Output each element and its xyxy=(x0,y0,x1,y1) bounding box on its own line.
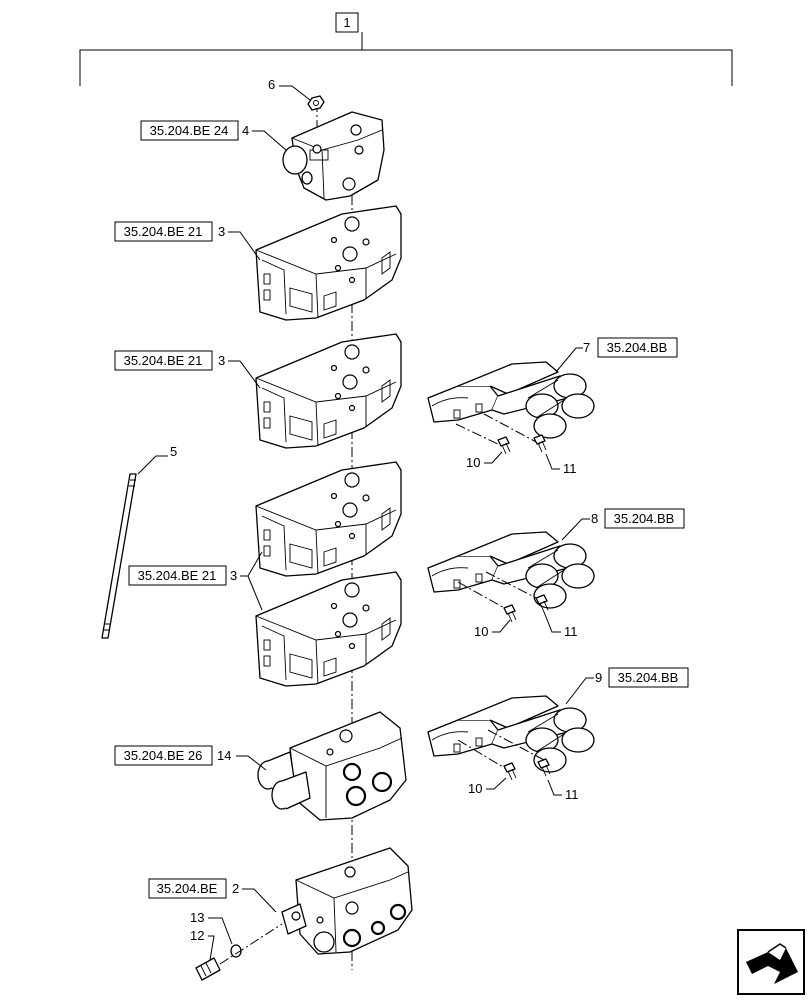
callout-3a: 3 xyxy=(218,224,225,239)
callout-12: 12 xyxy=(190,928,204,943)
callout-13: 13 xyxy=(190,910,204,925)
screw-axis-7 xyxy=(455,413,541,447)
valve-section-part-3-b xyxy=(255,333,402,449)
ref-link-14[interactable]: 35.204.BE 26 xyxy=(124,748,203,763)
leader-8 xyxy=(561,518,590,541)
ref-link-3c[interactable]: 35.204.BE 21 xyxy=(138,568,217,583)
leader-11-a xyxy=(545,453,560,470)
callout-4: 4 xyxy=(242,123,249,138)
ref-link-8[interactable]: 35.204.BB xyxy=(614,511,675,526)
end-cover-part-2 xyxy=(281,847,413,955)
callout-3c: 3 xyxy=(230,568,237,583)
tie-rod-part-5 xyxy=(101,473,137,639)
callout-11-b: 11 xyxy=(564,624,578,639)
ref-link-9[interactable]: 35.204.BB xyxy=(618,670,679,685)
callout-3b: 3 xyxy=(218,353,225,368)
leader-5 xyxy=(137,455,168,475)
leader-14 xyxy=(236,755,267,771)
leader-12 xyxy=(208,935,215,961)
assembly-bracket xyxy=(79,32,733,86)
relief-valve-part-4 xyxy=(282,111,385,201)
screw-part-10-c xyxy=(503,762,517,781)
callout-6: 6 xyxy=(268,77,275,92)
ref-box-2[interactable] xyxy=(148,878,227,899)
leader-10-a xyxy=(484,451,503,464)
ref-box-7[interactable] xyxy=(597,337,678,358)
ref-box-3b[interactable] xyxy=(114,350,213,371)
next-page-arrow-icon[interactable] xyxy=(737,929,805,995)
plug-axis-line xyxy=(219,923,283,965)
leader-7 xyxy=(555,347,583,373)
leader-11-c xyxy=(547,779,562,796)
ref-box-3c[interactable] xyxy=(128,565,227,586)
leader-10-c xyxy=(486,777,507,790)
leader-3b xyxy=(228,360,261,389)
ref-link-7[interactable]: 35.204.BB xyxy=(607,340,668,355)
leader-10-b xyxy=(492,619,511,633)
valve-section-part-3-d xyxy=(255,571,402,687)
ref-box-8[interactable] xyxy=(604,508,685,529)
ref-link-3b[interactable]: 35.204.BE 21 xyxy=(124,353,203,368)
callout-2: 2 xyxy=(232,881,239,896)
handle-group-part-7 xyxy=(427,361,595,439)
handle-group-part-9 xyxy=(427,695,595,773)
screw-part-10-b xyxy=(503,604,517,623)
screw-axis-9 xyxy=(457,729,545,771)
valve-section-part-3-a xyxy=(255,205,402,321)
callout-9: 9 xyxy=(595,670,602,685)
ref-box-4[interactable] xyxy=(140,120,239,141)
ref-link-3a[interactable]: 35.204.BE 21 xyxy=(124,224,203,239)
leader-3c xyxy=(240,551,263,611)
ref-box-9[interactable] xyxy=(608,667,689,688)
ref-box-3a[interactable] xyxy=(114,221,213,242)
ref-link-2[interactable]: 35.204.BE xyxy=(157,881,218,896)
leader-9 xyxy=(565,677,594,705)
callout-5: 5 xyxy=(170,444,177,459)
leader-3a xyxy=(228,231,261,261)
screw-axis-8 xyxy=(457,571,541,611)
callout-7: 7 xyxy=(583,340,590,355)
nut-part-6 xyxy=(307,95,325,111)
leader-4 xyxy=(252,130,287,151)
handle-group-part-8 xyxy=(427,531,595,609)
leader-11-b xyxy=(543,611,561,633)
plug-part-12 xyxy=(195,957,221,981)
callout-14: 14 xyxy=(217,748,231,763)
valve-section-part-3-c xyxy=(255,461,402,577)
callout-8: 8 xyxy=(591,511,598,526)
callout-10-a: 10 xyxy=(466,455,480,470)
callout-11-a: 11 xyxy=(563,461,577,476)
screw-part-10-a xyxy=(497,436,511,455)
callout-10-b: 10 xyxy=(474,624,488,639)
assembly-number-box xyxy=(335,12,359,33)
assembly-number: 1 xyxy=(343,15,350,30)
ref-link-4[interactable]: 35.204.BE 24 xyxy=(150,123,229,138)
inlet-section-part-14 xyxy=(257,711,407,821)
leader-2 xyxy=(242,888,277,913)
ref-box-14[interactable] xyxy=(114,745,213,766)
leader-6 xyxy=(279,85,311,101)
callout-11-c: 11 xyxy=(565,787,579,802)
leader-13 xyxy=(208,917,233,945)
callout-10-c: 10 xyxy=(468,781,482,796)
